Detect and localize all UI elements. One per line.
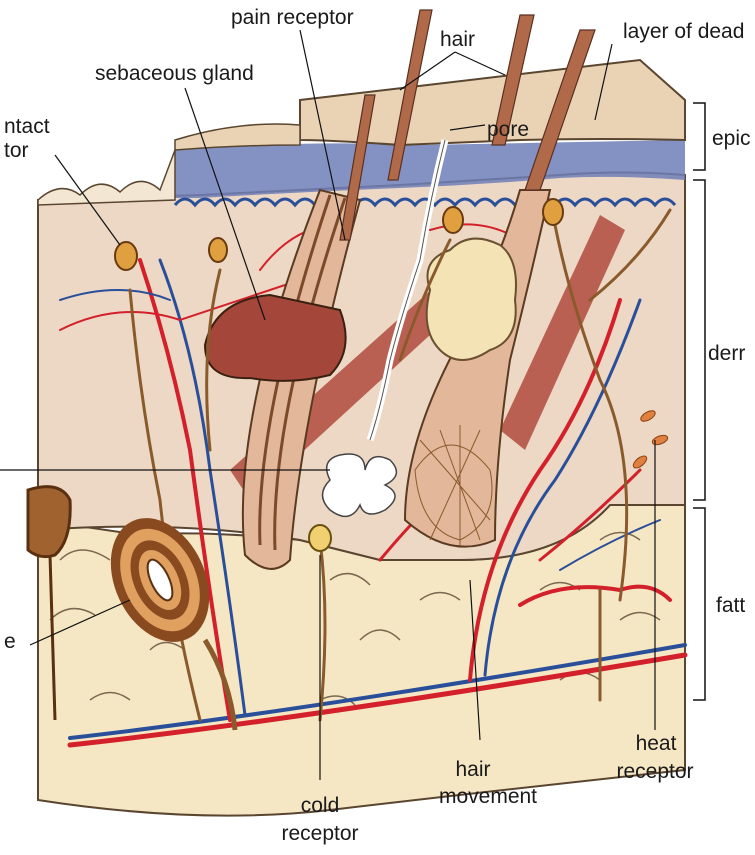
label-hair-movement-2: movement: [439, 785, 537, 808]
label-contact-receptor-1: ntact: [4, 115, 50, 138]
epidermis-bracket: [693, 103, 705, 170]
sebaceous-lobes-right: [427, 239, 516, 360]
contact-receptor-1: [115, 242, 137, 270]
label-pain-receptor: pain receptor: [231, 6, 354, 29]
label-hair-movement-1: hair: [455, 758, 490, 781]
label-sebaceous-gland: sebaceous gland: [95, 62, 254, 85]
fatty-bracket: [693, 508, 705, 700]
label-pressure-receptor: e: [4, 630, 16, 653]
label-pore: pore: [487, 118, 529, 141]
layer-brackets: [693, 103, 705, 700]
label-heat-receptor-2: receptor: [616, 760, 693, 783]
label-heat-receptor-1: heat: [636, 732, 677, 755]
contact-receptor-4: [543, 199, 563, 225]
epidermis-ridges: [38, 150, 175, 205]
dermis-bracket: [693, 180, 705, 500]
cold-receptor: [309, 525, 331, 551]
contact-receptor-2: [209, 238, 227, 262]
label-hair: hair: [440, 28, 475, 51]
label-cold-receptor-2: receptor: [281, 822, 358, 845]
label-layer-of-dead: layer of dead: [623, 20, 744, 43]
label-cold-receptor-1: cold: [301, 794, 340, 817]
label-contact-receptor-2: tor: [4, 139, 29, 162]
contact-receptor-3: [443, 207, 463, 233]
label-dermis: derr: [708, 342, 745, 365]
label-fatty: fatt: [716, 594, 745, 617]
label-epidermis: epic: [712, 127, 751, 150]
